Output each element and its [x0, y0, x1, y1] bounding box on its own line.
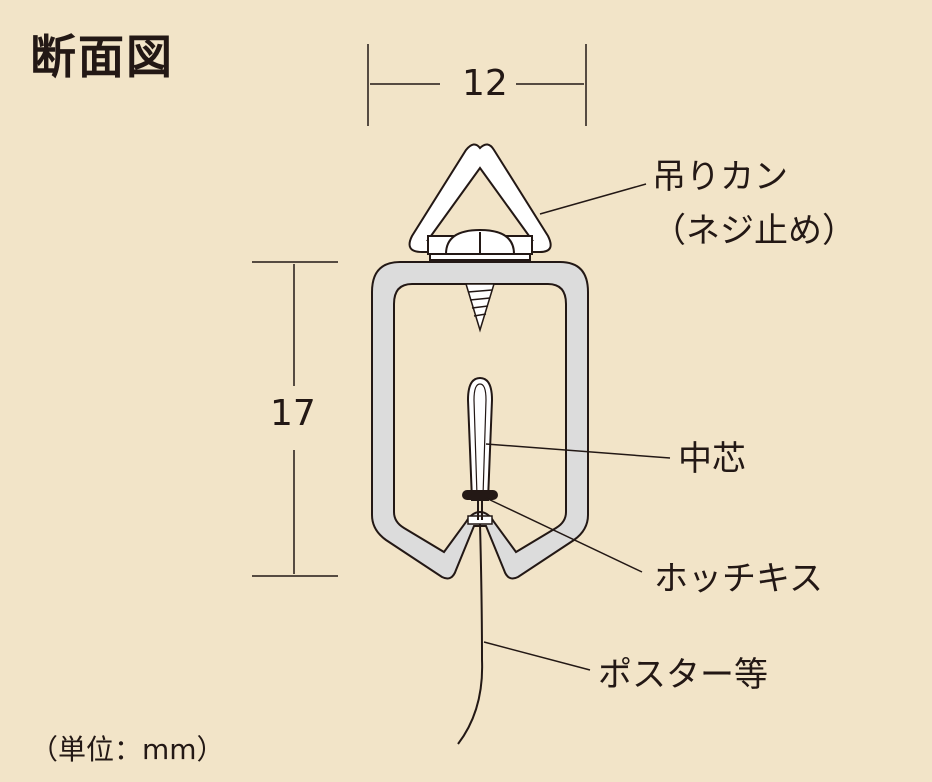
width-dimension	[367, 44, 587, 126]
height-dimension	[252, 261, 338, 577]
hanger-label: 吊りカン	[652, 157, 788, 197]
width-value: 12	[462, 63, 508, 104]
diagram-title: 断面図	[30, 30, 174, 84]
core-label: 中芯	[678, 439, 746, 479]
poster-sheet	[457, 500, 484, 745]
poster-clip	[467, 515, 493, 525]
poster-label: ポスター等	[598, 655, 768, 695]
height-value: 17	[270, 393, 316, 434]
staple	[462, 490, 498, 500]
core-insert	[466, 376, 494, 501]
screw-shank	[464, 283, 496, 333]
staple-label: ホッチキス	[654, 559, 823, 599]
screw-head	[427, 228, 533, 261]
hanger-sublabel: （ネジ止め）	[652, 211, 856, 251]
hanger-ring	[408, 143, 552, 253]
leader-lines	[483, 183, 671, 671]
unit-note: （単位：mm）	[30, 733, 225, 766]
